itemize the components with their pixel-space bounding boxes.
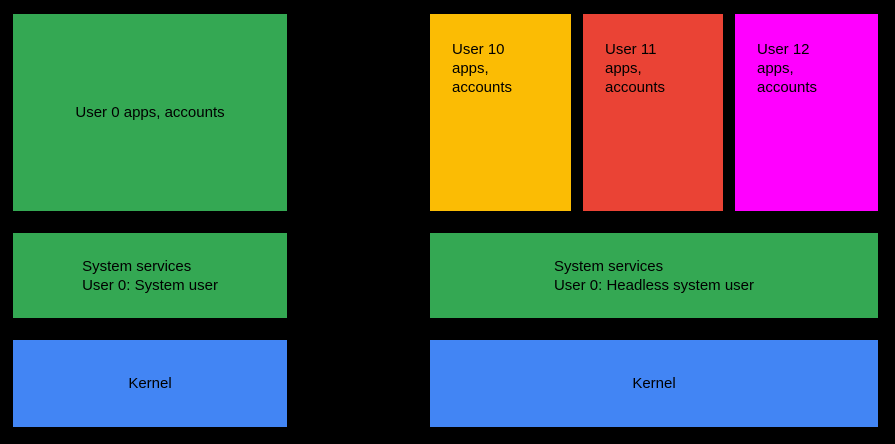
user-12-apps-box: User 12 apps, accounts	[735, 14, 878, 211]
user-0-apps-box: User 0 apps, accounts	[13, 14, 287, 211]
left-system-services-label: System services User 0: System user	[82, 257, 218, 294]
left-kernel-box: Kernel	[13, 340, 287, 427]
right-system-services-box: System services User 0: Headless system …	[430, 233, 878, 318]
user-10-apps-box: User 10 apps, accounts	[430, 14, 571, 211]
right-kernel-box: Kernel	[430, 340, 878, 427]
right-system-services-label: System services User 0: Headless system …	[553, 257, 755, 294]
left-system-services-box: System services User 0: System user	[13, 233, 287, 318]
user-11-apps-box: User 11 apps, accounts	[583, 14, 723, 211]
